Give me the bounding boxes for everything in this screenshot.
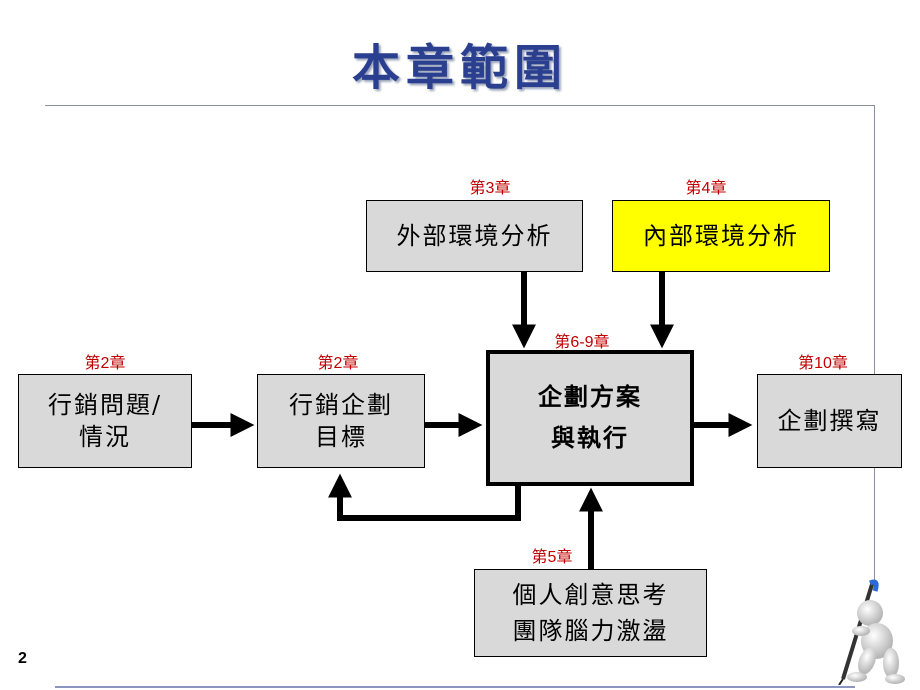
page-title: 本章範圍 (351, 40, 568, 96)
box-internal-analysis-label: 內部環境分析 (643, 221, 799, 250)
box-plan-writing-label: 企劃撰寫 (777, 406, 882, 435)
box-marketing-goal: 行銷企劃 目標 (257, 374, 425, 468)
box-plan-execution: 企劃方案 與執行 (486, 350, 694, 486)
frame-top-line (45, 105, 875, 106)
chapter-label-plan-writing: 第10章 (798, 355, 848, 372)
box-internal-analysis: 內部環境分析 (612, 200, 830, 272)
page-number: 2 (18, 650, 27, 667)
box-external-analysis: 外部環境分析 (366, 200, 583, 272)
box-creativity-label: 個人創意思考 團隊腦力激盪 (512, 581, 669, 645)
chapter-label-marketing-goal: 第2章 (317, 355, 359, 372)
chapter-label-plan-execution: 第6-9章 (554, 334, 610, 351)
box-plan-execution-label: 企劃方案 與執行 (538, 382, 642, 452)
chapter-label-internal-analysis: 第4章 (685, 180, 727, 197)
box-marketing-goal-label: 行銷企劃 目標 (289, 390, 393, 451)
box-creativity: 個人創意思考 團隊腦力激盪 (474, 569, 707, 657)
chapter-label-creativity: 第5章 (531, 549, 573, 566)
frame-bottom-line (55, 686, 855, 688)
box-external-analysis-label: 外部環境分析 (396, 221, 553, 250)
arrow-plan-feedback-to-goal (328, 473, 521, 521)
frame-right-line (874, 105, 875, 585)
box-marketing-problem: 行銷問題/ 情況 (18, 374, 192, 468)
chapter-label-external-analysis: 第3章 (469, 180, 511, 197)
chapter-label-marketing-problem: 第2章 (84, 355, 126, 372)
box-plan-writing: 企劃撰寫 (757, 374, 902, 468)
box-marketing-problem-label: 行銷問題/ 情況 (47, 390, 163, 451)
person-with-pen-icon (815, 575, 915, 686)
